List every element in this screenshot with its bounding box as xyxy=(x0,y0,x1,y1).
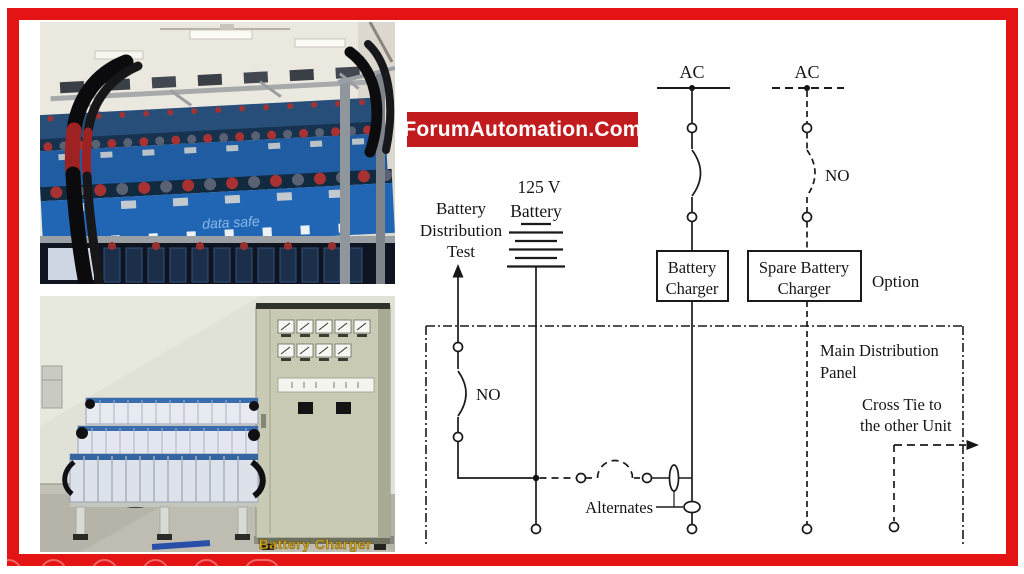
battery-tiers: data safe xyxy=(40,97,395,252)
battery-room-illustration: data safe xyxy=(40,22,395,284)
play-icon[interactable] xyxy=(40,559,67,574)
label-crosstie-1: Cross Tie to xyxy=(862,395,942,414)
ellipsis-icon[interactable] xyxy=(244,559,280,574)
main-distribution-panel-boundary xyxy=(425,325,964,547)
label-ac-left: AC xyxy=(679,62,704,82)
label-no-left: NO xyxy=(476,385,501,404)
label-charger-2: Charger xyxy=(666,279,719,298)
cross-tie xyxy=(888,440,979,533)
label-option: Option xyxy=(872,272,920,291)
distribution-test-branch xyxy=(452,264,533,479)
alternates-tie xyxy=(539,459,701,514)
label-ac-right: AC xyxy=(794,62,819,82)
label-crosstie-2: the other Unit xyxy=(860,416,952,435)
label-panel-2: Panel xyxy=(820,363,857,382)
battery-system-diagram: AC AC 125 V Battery Battery Distribution… xyxy=(420,62,979,547)
battery-brand-text: data safe xyxy=(202,213,261,232)
ceiling-fixtures xyxy=(94,22,394,63)
label-alternates: Alternates xyxy=(585,498,653,517)
printer-icon[interactable] xyxy=(142,559,169,574)
door-handle xyxy=(261,414,266,428)
label-voltage: 125 V xyxy=(518,177,561,197)
label-voltage-sub: Battery xyxy=(510,201,562,221)
ac-feed-normal xyxy=(656,85,730,535)
charger-caption: Battery Charger xyxy=(259,536,372,552)
label-spare-2: Charger xyxy=(778,279,831,298)
label-panel-1: Main Distribution xyxy=(820,341,939,360)
label-strip xyxy=(277,377,375,393)
label-charger-1: Battery xyxy=(668,258,717,277)
switch-right xyxy=(336,402,351,414)
label-test-1: Battery xyxy=(436,199,487,218)
ac-feed-spare xyxy=(747,85,862,535)
label-spare-1: Spare Battery xyxy=(759,258,850,277)
battery-bank xyxy=(62,397,266,551)
magnifier-icon[interactable] xyxy=(193,559,220,574)
battery-charger-box xyxy=(656,250,729,302)
chevron-left-icon[interactable] xyxy=(0,559,22,574)
pencil-icon[interactable] xyxy=(91,559,118,574)
charger-cabinet xyxy=(254,303,394,550)
power-cables xyxy=(64,40,395,284)
label-test-3: Test xyxy=(447,242,475,261)
battery-room-photo: data safe xyxy=(40,22,395,284)
spare-battery-charger-box xyxy=(747,250,862,302)
switch-left xyxy=(298,402,313,414)
watermark-banner: ForumAutomation.Com xyxy=(403,112,641,147)
label-no-right: NO xyxy=(825,166,850,185)
label-test-2: Distribution xyxy=(420,221,503,240)
battery-charger-photo: Battery Charger xyxy=(40,296,395,552)
charger-room-illustration: Battery Charger xyxy=(40,296,395,552)
wall-junction-box xyxy=(41,365,63,409)
meter-row-1 xyxy=(277,319,371,337)
meter-row-2 xyxy=(277,343,352,361)
